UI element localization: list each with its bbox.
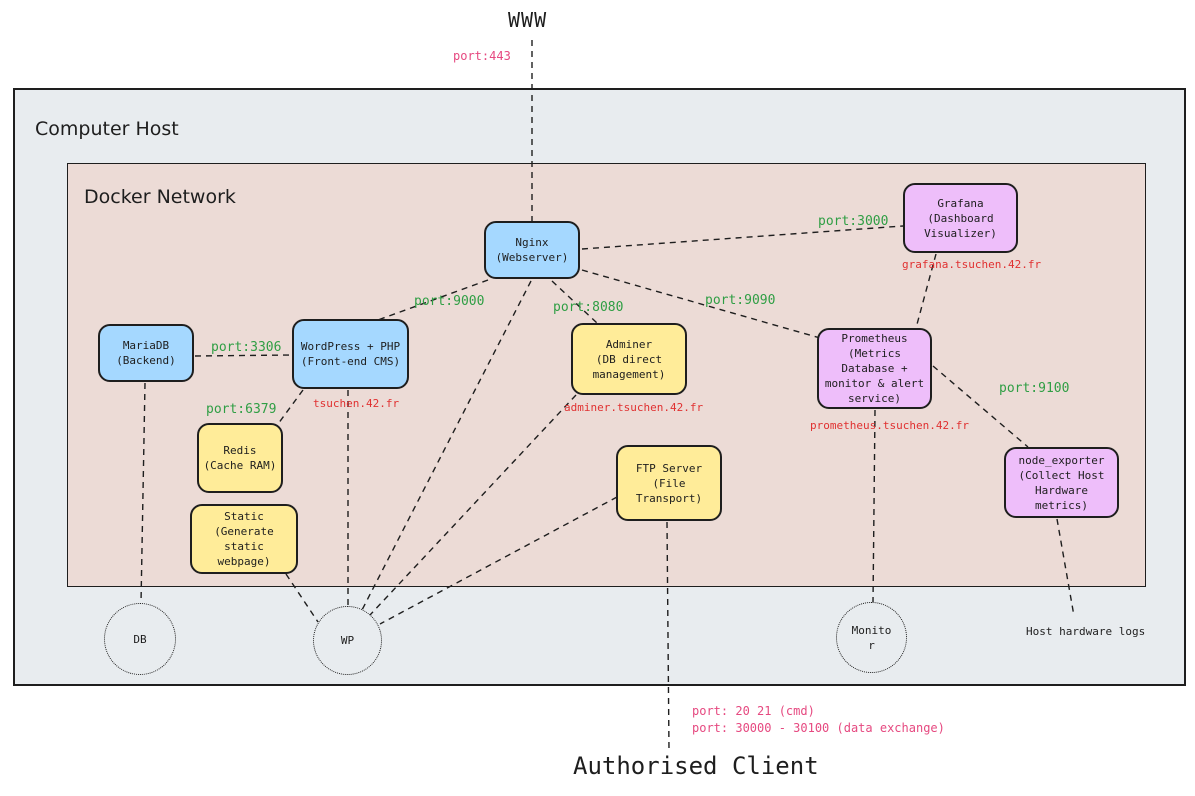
wordpress-node[interactable]: WordPress + PHP (Front-end CMS): [292, 319, 409, 389]
edge-exporter-hostlogs: [1056, 518, 1075, 617]
grafana-port-label: port:3000: [818, 214, 889, 229]
edge-nginx-wp: [361, 280, 532, 611]
edge-mariadb-wordpress: [194, 354, 293, 357]
node-exporter-port-label: port:9100: [999, 381, 1070, 396]
prometheus-url-label: prometheus.tsuchen.42.fr: [810, 419, 969, 432]
ftp-cmd-port-label: port: 20 21 (cmd): [692, 704, 815, 718]
edge-static-wp: [285, 573, 319, 623]
db-volume[interactable]: DB: [104, 603, 176, 675]
edge-mariadb-db: [140, 382, 146, 604]
node-exporter-node[interactable]: node_exporter (Collect Host Hardware met…: [1004, 447, 1119, 518]
redis-node[interactable]: Redis (Cache RAM): [197, 423, 283, 493]
wordpress-port-label: port:9000: [414, 294, 485, 309]
edge-wordpress-redis: [277, 389, 304, 425]
wordpress-url-label: tsuchen.42.fr: [313, 397, 400, 410]
prometheus-node[interactable]: Prometheus (Metrics Database + monitor &…: [817, 328, 932, 409]
edge-nginx-prometheus: [581, 269, 821, 339]
grafana-node[interactable]: Grafana (Dashboard Visualizer): [903, 183, 1018, 253]
mariadb-port-label: port:3306: [211, 340, 282, 355]
prometheus-port-label: port:9090: [705, 293, 776, 308]
www-port-label: port:443: [453, 49, 511, 63]
authorised-client-label: Authorised Client: [573, 752, 819, 780]
monitor-volume[interactable]: Monito r: [836, 602, 907, 673]
nginx-node[interactable]: Nginx (Webserver): [484, 221, 580, 279]
edge-grafana-prometheus: [915, 253, 937, 329]
edge-prometheus-exporter: [932, 365, 1029, 448]
grafana-url-label: grafana.tsuchen.42.fr: [902, 258, 1042, 271]
docker-network-title: Docker Network: [84, 186, 236, 208]
host-hardware-logs-label: Host hardware logs: [1026, 625, 1146, 638]
edge-nginx-grafana: [581, 225, 904, 250]
ftp-server-node[interactable]: FTP Server (File Transport): [616, 445, 722, 521]
adminer-port-label: port:8080: [553, 300, 624, 315]
wp-volume[interactable]: WP: [313, 606, 382, 675]
edge-ftp-wp: [379, 496, 618, 625]
edge-nginx-wordpress: [377, 279, 489, 321]
static-node[interactable]: Static (Generate static webpage): [190, 504, 298, 574]
edge-ftp-client: [666, 521, 670, 751]
edge-adminer-wp: [369, 394, 577, 616]
adminer-node[interactable]: Adminer (DB direct management): [571, 323, 687, 395]
adminer-url-label: adminer.tsuchen.42.fr: [564, 401, 704, 414]
ftp-data-port-label: port: 30000 - 30100 (data exchange): [692, 721, 945, 735]
mariadb-node[interactable]: MariaDB (Backend): [98, 324, 194, 382]
www-label: WWW: [508, 8, 548, 32]
computer-host-title: Computer Host: [35, 118, 179, 140]
redis-port-label: port:6379: [206, 402, 277, 417]
edge-prometheus-monitor: [872, 409, 876, 603]
